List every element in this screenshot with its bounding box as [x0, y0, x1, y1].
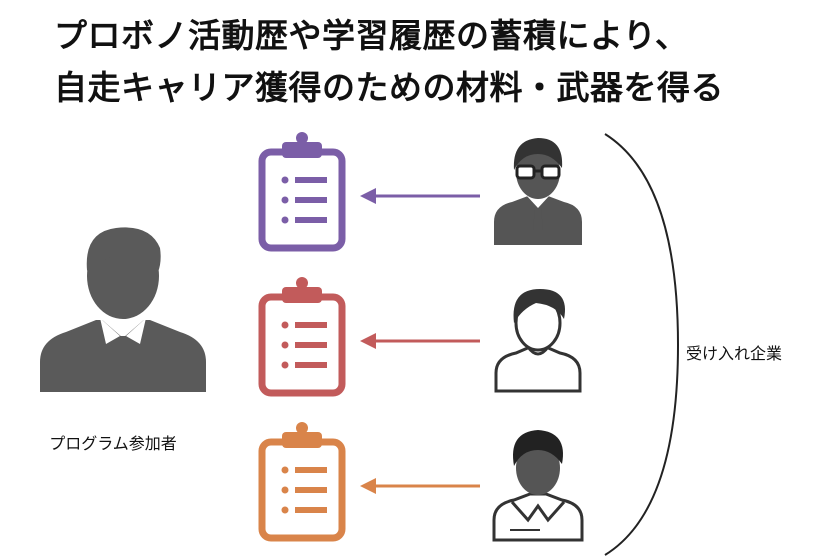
page-title: プロボノ活動歴や学習履歴の蓄積により、 自走キャリア獲得のための材料・武器を得る: [54, 10, 834, 114]
arrow-left-icon: [360, 478, 480, 494]
clipboard-checklist-icon: [258, 277, 346, 397]
arrow-left-icon: [360, 333, 480, 349]
person-collar-icon: [492, 430, 584, 542]
participant-businessman-icon: [40, 227, 206, 392]
glasses-businessman-icon: [494, 138, 582, 245]
arrow-left-icon: [360, 188, 480, 204]
title-line-2: 自走キャリア獲得のための材料・武器を得る: [54, 68, 724, 107]
companies-bracket: [604, 133, 680, 556]
clipboard-checklist-icon: [258, 422, 346, 542]
companies-label: 受け入れ企業: [686, 344, 783, 363]
title-line-1: プロボノ活動歴や学習履歴の蓄積により、: [54, 16, 689, 55]
person-outline-icon: [494, 289, 582, 393]
participant-label: プログラム参加者: [49, 434, 177, 453]
clipboard-checklist-icon: [258, 132, 346, 252]
